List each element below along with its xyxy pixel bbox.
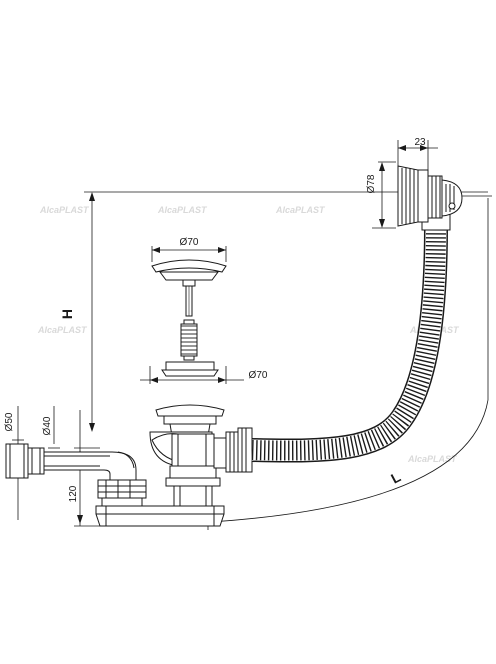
label-d70-top: Ø70	[180, 237, 199, 248]
label-120: 120	[68, 485, 79, 502]
outlet-pipe	[5, 443, 137, 481]
watermark-2: AlcaPLAST	[157, 205, 208, 215]
watermark-3: AlcaPLAST	[275, 205, 326, 215]
label-23: 23	[414, 137, 426, 148]
trap-body	[149, 427, 253, 507]
dimension-L	[207, 195, 492, 530]
spring	[180, 319, 198, 361]
label-d70-mid: Ø70	[249, 370, 268, 381]
outlet-nut	[97, 479, 147, 507]
base-plate	[95, 505, 225, 527]
corrugated-hose	[251, 225, 448, 463]
label-d78: Ø78	[366, 174, 377, 193]
watermark-8: AlcaPLAST	[407, 454, 458, 464]
mid-body	[140, 361, 244, 384]
strainer-body	[155, 404, 225, 437]
watermark-5: AlcaPLAST	[37, 325, 88, 335]
dimension-overflow	[372, 140, 438, 229]
watermark-1: AlcaPLAST	[39, 205, 90, 215]
label-H: H	[59, 309, 75, 319]
label-d40: Ø40	[42, 416, 53, 435]
overflow-head	[397, 165, 463, 231]
label-d50: Ø50	[4, 412, 15, 431]
label-L: L	[388, 468, 403, 486]
plug-cap	[151, 246, 227, 317]
